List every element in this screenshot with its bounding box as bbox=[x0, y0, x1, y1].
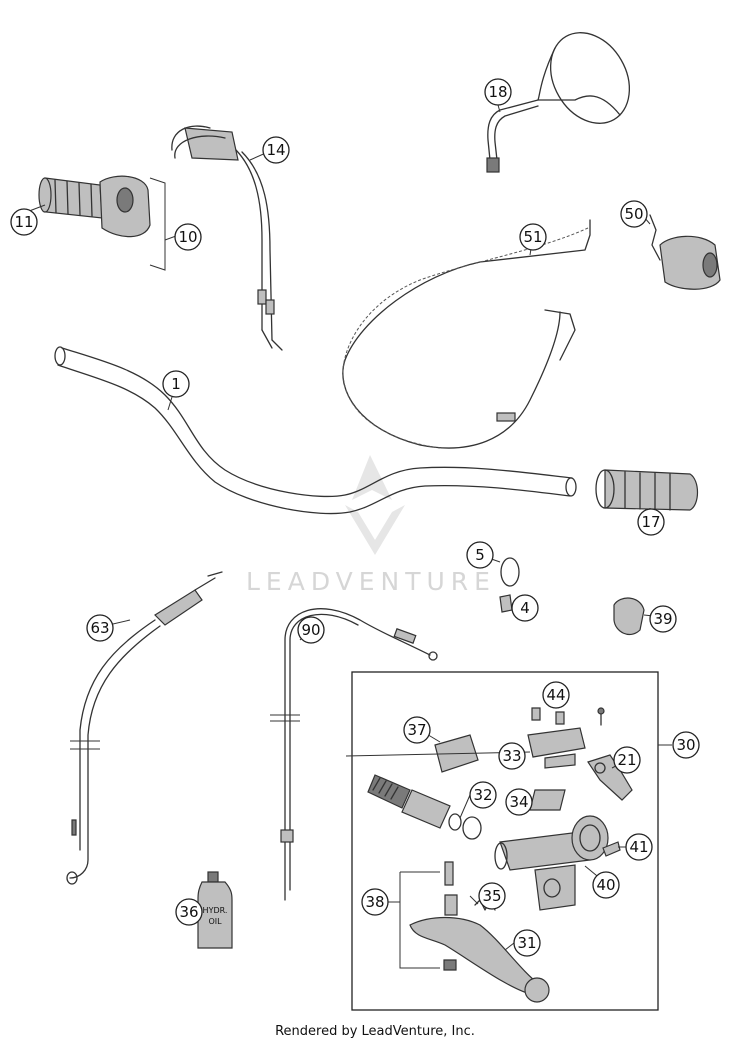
footer-credit: Rendered by LeadVenture, Inc. bbox=[275, 1024, 475, 1039]
bottle-label-line1: HYDR. bbox=[203, 906, 228, 915]
svg-text:51: 51 bbox=[523, 228, 542, 246]
svg-text:4: 4 bbox=[520, 599, 530, 617]
callout-90: 90 bbox=[297, 616, 325, 644]
callout-30: 30 bbox=[672, 731, 700, 759]
callout-14: 14 bbox=[262, 136, 290, 164]
svg-text:31: 31 bbox=[517, 934, 536, 952]
svg-text:34: 34 bbox=[509, 793, 528, 811]
callout-41: 41 bbox=[625, 833, 653, 861]
svg-text:41: 41 bbox=[629, 838, 648, 856]
svg-text:36: 36 bbox=[179, 903, 198, 921]
callout-11: 11 bbox=[10, 208, 38, 236]
throttle-bracket bbox=[149, 177, 166, 271]
svg-text:14: 14 bbox=[266, 141, 285, 159]
svg-text:30: 30 bbox=[676, 736, 695, 754]
callout-33: 33 bbox=[498, 742, 526, 770]
bottle-label-line2: OIL bbox=[208, 917, 222, 926]
svg-text:32: 32 bbox=[473, 786, 492, 804]
svg-text:33: 33 bbox=[502, 747, 521, 765]
callout-32: 32 bbox=[469, 781, 497, 809]
watermark: LEADVENTURE bbox=[246, 455, 496, 596]
callout-31: 31 bbox=[513, 929, 541, 957]
left-grip bbox=[595, 469, 699, 511]
mirror bbox=[486, 32, 630, 173]
callout-5: 5 bbox=[466, 541, 494, 569]
svg-text:5: 5 bbox=[475, 546, 485, 564]
callout-44: 44 bbox=[542, 681, 570, 709]
callout-35: 35 bbox=[478, 882, 506, 910]
clamp-39 bbox=[613, 597, 645, 635]
callout-17: 17 bbox=[637, 508, 665, 536]
callout-34: 34 bbox=[505, 788, 533, 816]
svg-text:44: 44 bbox=[546, 686, 565, 704]
svg-text:17: 17 bbox=[641, 513, 660, 531]
svg-text:18: 18 bbox=[488, 83, 507, 101]
hydraulic-line bbox=[66, 571, 223, 885]
throttle-cables bbox=[171, 125, 283, 351]
hydraulic-oil-bottle: HYDR. OIL bbox=[197, 871, 233, 949]
svg-text:11: 11 bbox=[14, 213, 33, 231]
callout-36: 36 bbox=[175, 898, 203, 926]
callouts: 1 4 5 10 11 14 17 18 21 30 31 32 33 34 3… bbox=[10, 78, 700, 957]
svg-text:1: 1 bbox=[171, 375, 181, 393]
callout-40: 40 bbox=[592, 871, 620, 899]
master-cylinder-group-box bbox=[351, 671, 659, 1011]
svg-text:90: 90 bbox=[301, 621, 320, 639]
callout-39: 39 bbox=[649, 605, 677, 633]
callout-63: 63 bbox=[86, 614, 114, 642]
callout-10: 10 bbox=[174, 223, 202, 251]
watermark-text: LEADVENTURE bbox=[246, 567, 496, 596]
switch bbox=[649, 214, 721, 290]
callout-50: 50 bbox=[620, 200, 648, 228]
svg-text:40: 40 bbox=[596, 876, 615, 894]
callout-37: 37 bbox=[403, 716, 431, 744]
clutch-cable bbox=[270, 608, 438, 901]
callout-38: 38 bbox=[361, 888, 389, 916]
svg-text:63: 63 bbox=[90, 619, 109, 637]
cable-51 bbox=[342, 219, 591, 449]
callout-51: 51 bbox=[519, 223, 547, 251]
svg-text:10: 10 bbox=[178, 228, 197, 246]
callout-4: 4 bbox=[511, 594, 539, 622]
callout-18: 18 bbox=[484, 78, 512, 106]
handlebar bbox=[54, 346, 577, 515]
svg-text:35: 35 bbox=[482, 887, 501, 905]
svg-text:39: 39 bbox=[653, 610, 672, 628]
callout-21: 21 bbox=[613, 746, 641, 774]
svg-text:38: 38 bbox=[365, 893, 384, 911]
svg-text:37: 37 bbox=[407, 721, 426, 739]
svg-text:21: 21 bbox=[617, 751, 636, 769]
throttle-grip bbox=[38, 175, 151, 238]
callout-1: 1 bbox=[162, 370, 190, 398]
svg-text:50: 50 bbox=[624, 205, 643, 223]
master-cylinder-parts bbox=[367, 707, 633, 1003]
